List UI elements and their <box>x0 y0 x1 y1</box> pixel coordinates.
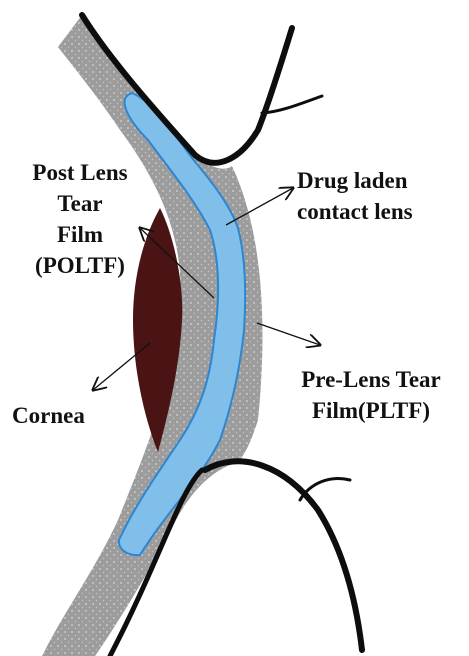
label-line: Tear <box>14 188 146 219</box>
arrow-pre-lens <box>257 323 320 345</box>
label-line: Film <box>14 219 146 250</box>
label-drug-laden-contact-lens: Drug laden contact lens <box>297 165 413 227</box>
label-line: contact lens <box>297 196 413 227</box>
label-cornea: Cornea <box>12 400 85 431</box>
label-line: Post Lens <box>14 157 146 188</box>
label-line: Cornea <box>12 400 85 431</box>
label-line: (POLTF) <box>14 250 146 281</box>
label-line: Pre-Lens Tear <box>279 364 463 395</box>
label-line: Drug laden <box>297 165 413 196</box>
label-pre-lens-tear-film: Pre-Lens Tear Film(PLTF) <box>279 364 463 426</box>
label-line: Film(PLTF) <box>279 395 463 426</box>
label-post-lens-tear-film: Post Lens Tear Film (POLTF) <box>14 157 146 281</box>
